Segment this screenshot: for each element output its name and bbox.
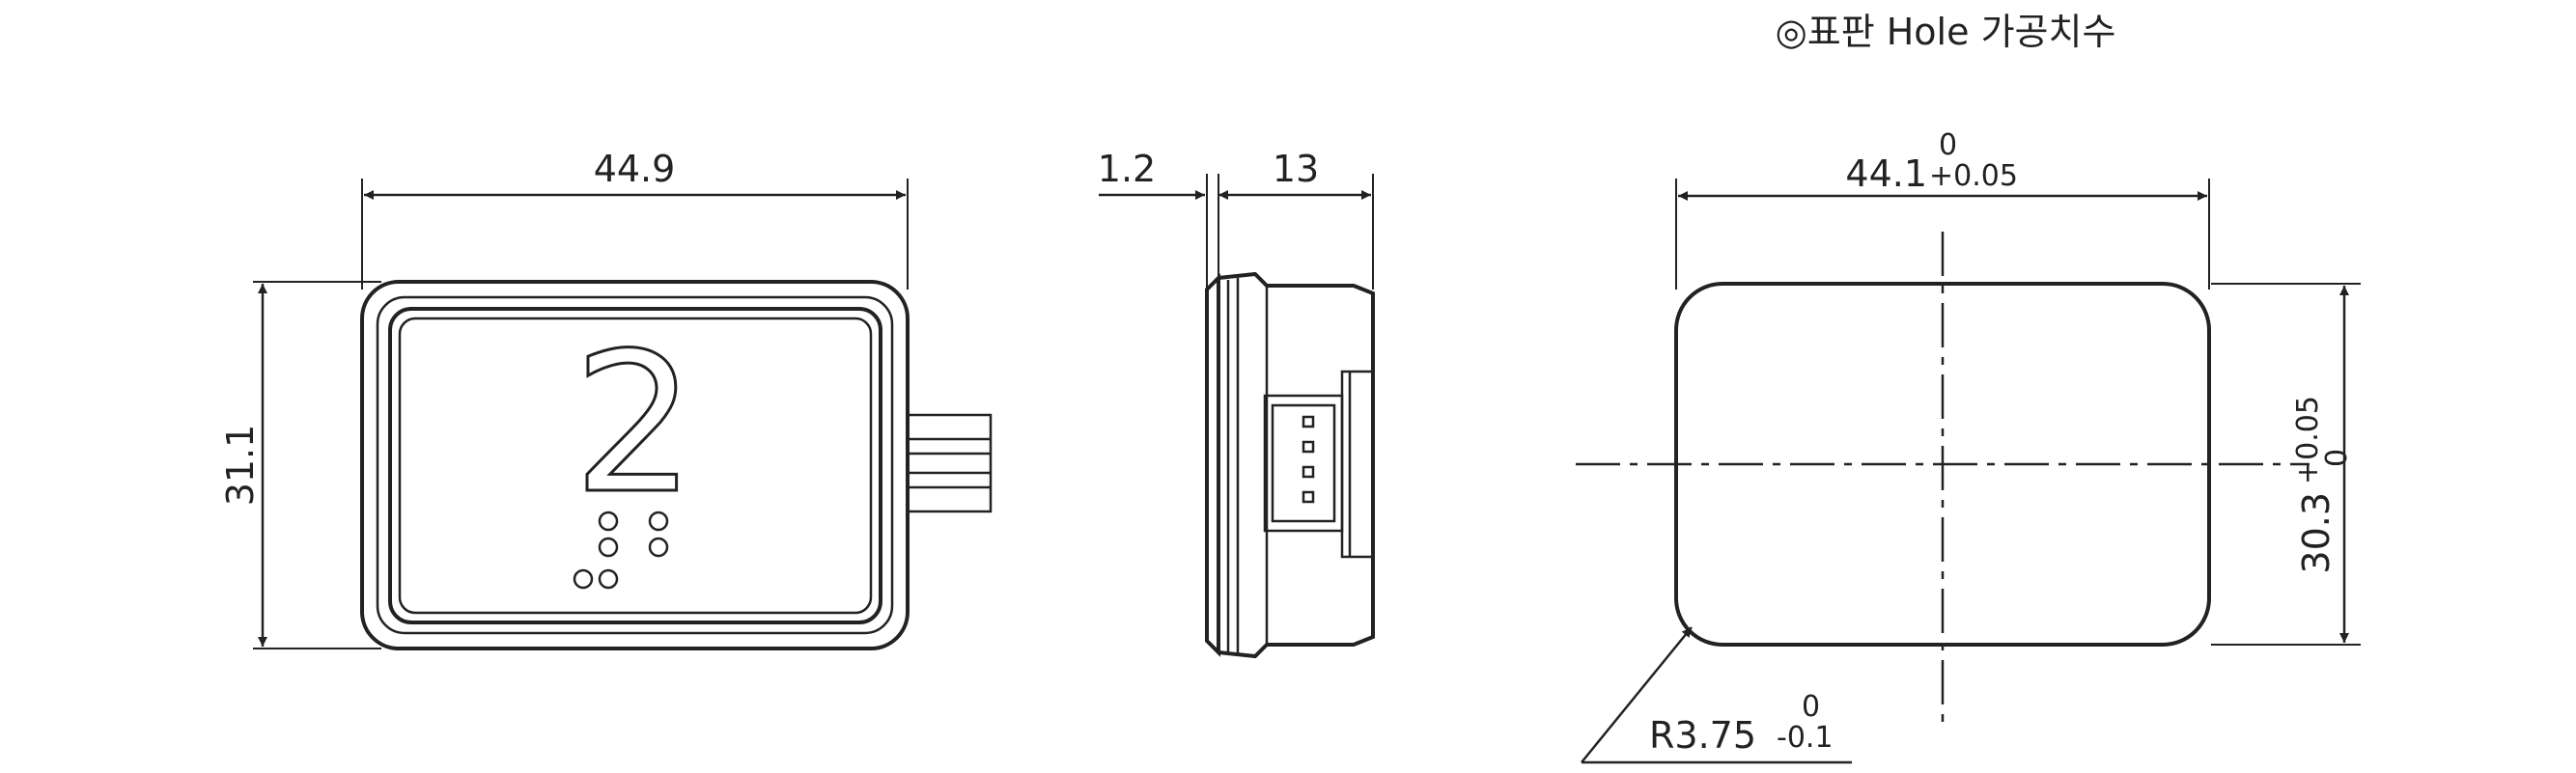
hole-height-main: 30.3 [2295,492,2338,574]
radius-tol-upper: 0 [1802,690,1820,724]
hole-width-tol-upper: 0 [1939,128,1957,162]
hole-height-tol-upper: +0.05 [2291,396,2325,484]
side-depth-label: 13 [1273,148,1319,190]
side-view: 1.2 13 [1098,148,1375,659]
radius-tol-lower: -0.1 [1777,721,1834,755]
side-bezel-label: 1.2 [1098,148,1156,190]
braille-dots [573,511,669,590]
hole-view: 44.1 0 +0.05 30.3 +0.05 0 R3.75 0 -0.1 [1576,128,2361,764]
drawing-title: ◎표판 Hole 가공치수 [1776,11,2116,53]
button-face-inner [398,317,873,615]
hole-height-tol-lower: 0 [2320,449,2354,467]
front-bezel-outer [360,280,910,650]
front-width-label: 44.9 [594,148,676,190]
hole-width-main: 44.1 [1845,152,1927,195]
front-connector [904,413,993,513]
front-view: 44.9 31.1 2 [219,148,993,650]
button-numeral: 2 [573,312,695,537]
hole-width-tol-lower: +0.05 [1929,159,2018,193]
front-bezel-inner [376,295,894,635]
button-face-outer [388,307,882,624]
front-height-label: 31.1 [219,425,262,507]
radius-main: R3.75 [1649,714,1756,757]
